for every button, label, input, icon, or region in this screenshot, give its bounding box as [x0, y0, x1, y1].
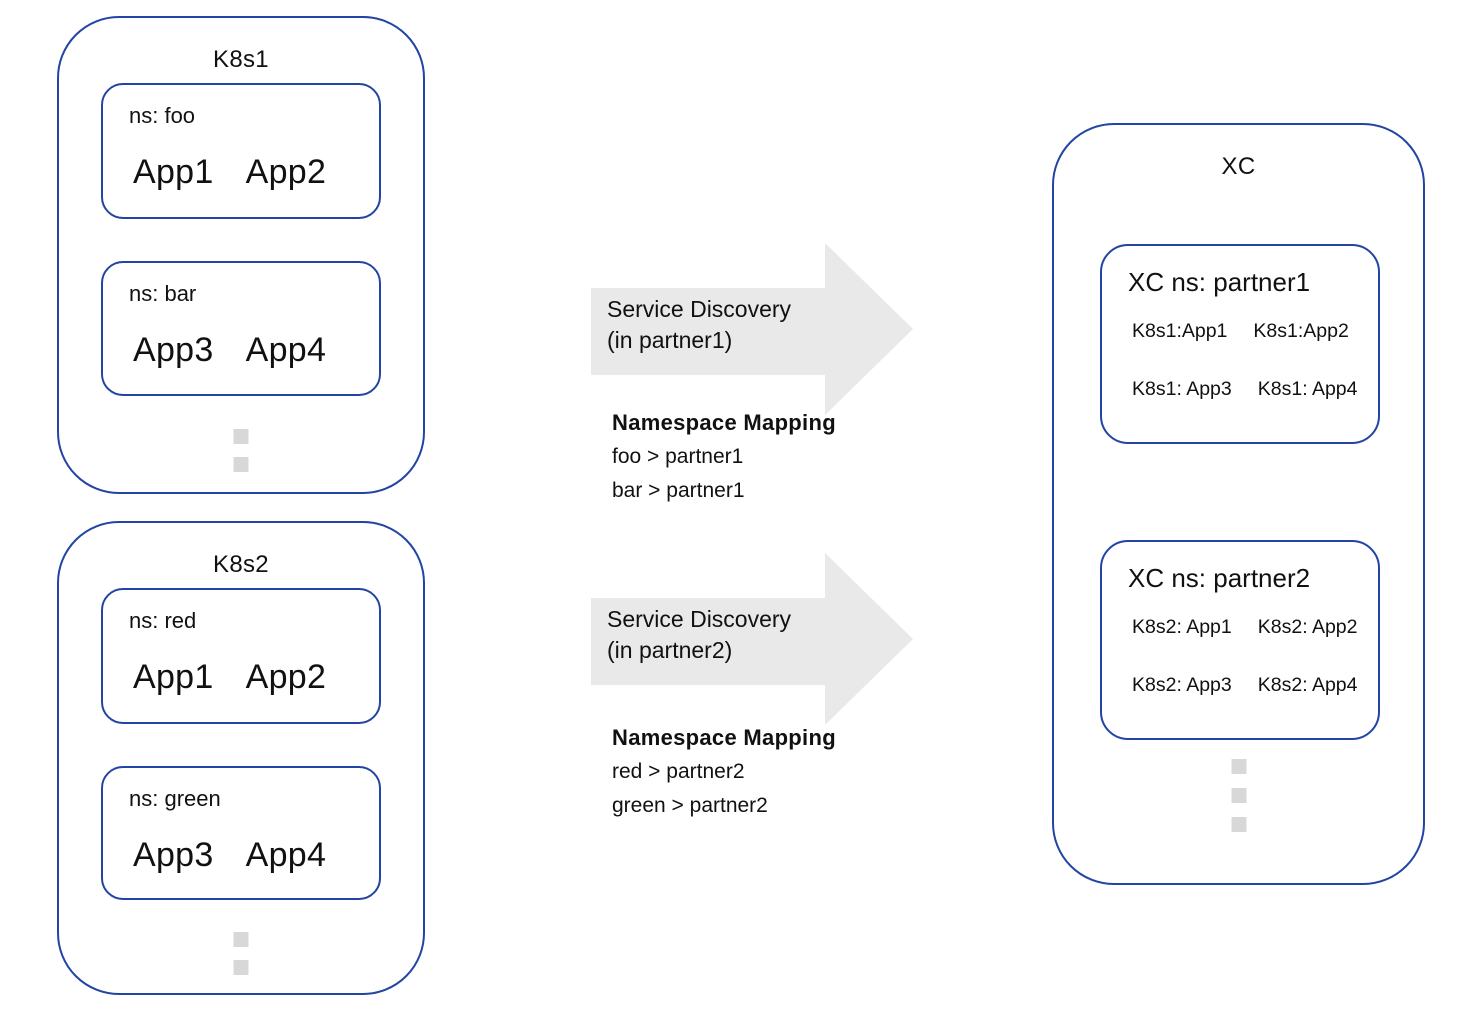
apps-row: App1 App2 [133, 658, 379, 697]
arrow-label: Service Discovery (in partner1) [607, 294, 791, 356]
arrow-label-line1: Service Discovery [607, 296, 792, 322]
ellipsis-dot [233, 960, 249, 975]
cluster-k8s2-title: K8s2 [213, 551, 269, 578]
mapping-line: bar > partner1 [612, 479, 745, 502]
xc-apps-row: K8s2: App3 K8s2: App4 [1132, 674, 1378, 697]
xc-apps-row: K8s1: App3 K8s1: App4 [1132, 378, 1378, 401]
service-discovery-arrow-2: Service Discovery (in partner2) [591, 553, 913, 726]
xc-namespace-label: XC ns: partner2 [1128, 563, 1311, 593]
namespace-label: ns: red [129, 608, 197, 633]
app-label: App3 [133, 836, 214, 874]
namespace-box-bar: ns: bar App3 App4 [101, 261, 381, 396]
xc-app-label: K8s1: App3 [1132, 378, 1232, 400]
arrow-head-right-icon [825, 243, 913, 415]
ellipsis-dot [1231, 817, 1246, 832]
xc-app-label: K8s1:App2 [1253, 320, 1349, 342]
apps-row: App3 App4 [133, 836, 379, 875]
namespace-box-foo: ns: foo App1 App2 [101, 83, 381, 219]
app-label: App4 [245, 331, 327, 369]
namespace-label: ns: bar [129, 281, 197, 306]
xc-title: XC [1221, 153, 1256, 180]
arrow-head-right-icon [825, 553, 913, 725]
xc-app-label: K8s2: App4 [1257, 674, 1358, 696]
cluster-k8s1: K8s1 ns: foo App1 App2 ns: bar App3 App4 [57, 16, 425, 494]
namespace-label: ns: foo [129, 103, 196, 128]
arrow-body [591, 598, 825, 685]
service-discovery-arrow-1: Service Discovery (in partner1) [591, 243, 913, 416]
ellipsis-dot [233, 932, 249, 947]
namespace-mapping-title: Namespace Mapping [612, 410, 836, 435]
mapping-line: red > partner2 [612, 760, 745, 783]
ellipsis-dot [1231, 788, 1246, 803]
cluster-k8s2: K8s2 ns: red App1 App2 ns: green App3 Ap… [57, 521, 425, 995]
arrow-label-line2: (in partner2) [607, 637, 733, 663]
mapping-line: foo > partner1 [612, 445, 744, 468]
xc-namespace-box-partner2: XC ns: partner2 K8s2: App1 K8s2: App2 K8… [1100, 540, 1380, 740]
ellipsis-dot [233, 429, 249, 444]
xc-app-label: K8s2: App3 [1132, 674, 1232, 696]
namespace-mapping-title: Namespace Mapping [612, 725, 836, 750]
app-label: App1 [133, 153, 214, 191]
xc-app-label: K8s2: App1 [1132, 616, 1232, 638]
ellipsis-dot [233, 457, 249, 472]
xc-apps-row: K8s1:App1 K8s1:App2 [1132, 320, 1378, 343]
xc-app-label: K8s2: App2 [1257, 616, 1358, 638]
app-label: App2 [245, 658, 327, 696]
namespace-box-red: ns: red App1 App2 [101, 588, 381, 724]
ellipsis-dots [1231, 759, 1246, 832]
namespace-box-green: ns: green App3 App4 [101, 766, 381, 900]
xc-app-label: K8s1:App1 [1132, 320, 1228, 342]
arrow-body [591, 288, 825, 375]
apps-row: App1 App2 [133, 153, 379, 192]
cluster-k8s1-title: K8s1 [213, 46, 269, 73]
xc-namespace-box-partner1: XC ns: partner1 K8s1:App1 K8s1:App2 K8s1… [1100, 244, 1380, 444]
xc-box: XC XC ns: partner1 K8s1:App1 K8s1:App2 K… [1052, 123, 1425, 885]
app-label: App3 [133, 331, 214, 369]
xc-apps-row: K8s2: App1 K8s2: App2 [1132, 616, 1378, 639]
ellipsis-dots [233, 932, 249, 975]
arrow-label: Service Discovery (in partner2) [607, 604, 791, 666]
ellipsis-dot [1231, 759, 1246, 774]
arrow-label-line1: Service Discovery [607, 606, 792, 632]
apps-row: App3 App4 [133, 331, 379, 370]
xc-namespace-label: XC ns: partner1 [1128, 267, 1311, 297]
arrow-label-line2: (in partner1) [607, 327, 733, 353]
app-label: App2 [245, 153, 327, 191]
xc-app-label: K8s1: App4 [1257, 378, 1358, 400]
app-label: App1 [133, 658, 214, 696]
mapping-line: green > partner2 [612, 794, 768, 817]
ellipsis-dots [233, 429, 249, 472]
app-label: App4 [245, 836, 327, 874]
namespace-label: ns: green [129, 786, 221, 811]
namespace-mapping-2: Namespace Mapping red > partner2 green >… [612, 721, 836, 823]
namespace-mapping-1: Namespace Mapping foo > partner1 bar > p… [612, 406, 836, 508]
